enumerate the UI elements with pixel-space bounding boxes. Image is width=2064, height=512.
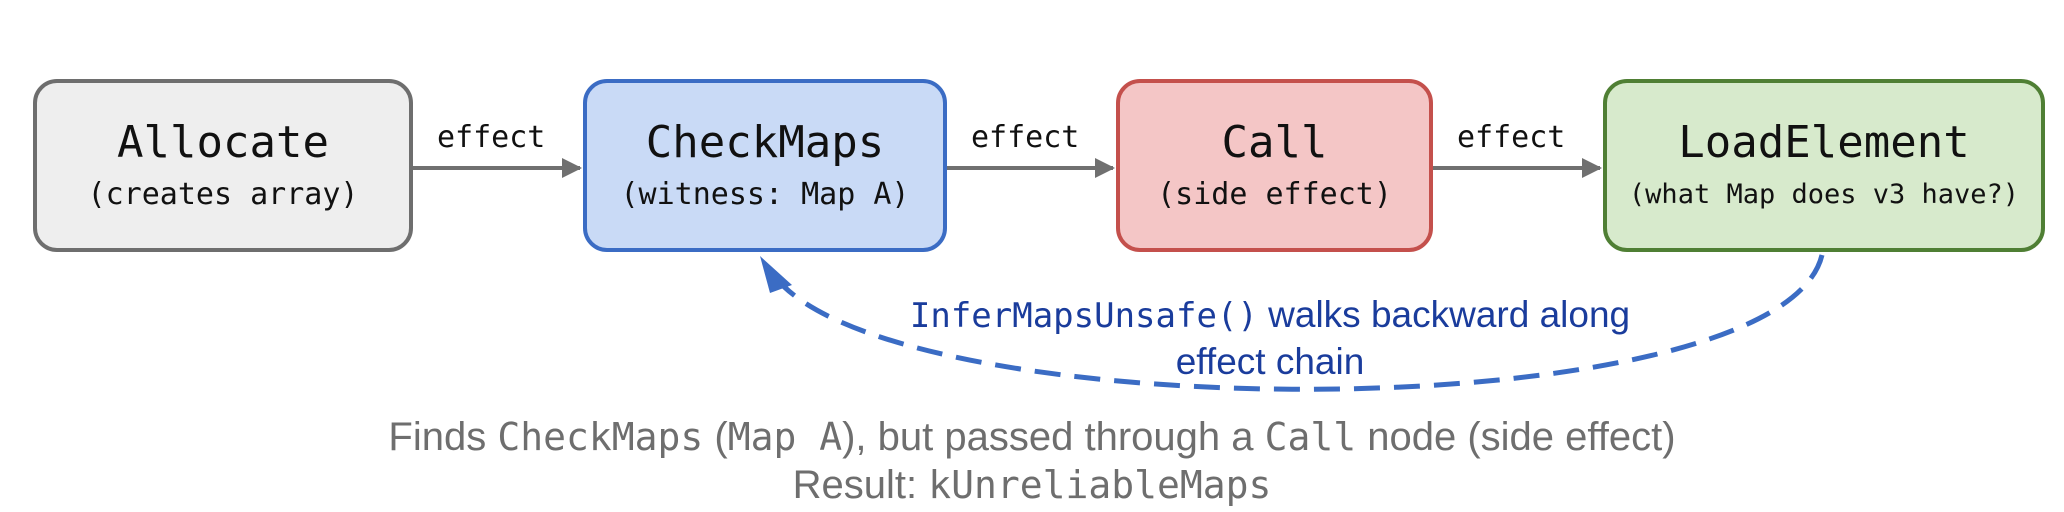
node-checkmaps-title: CheckMaps — [645, 116, 885, 168]
back-edge-dashed-arrow — [774, 254, 1825, 392]
back-edge-note: InferMapsUnsafe() walks backward along e… — [820, 292, 1720, 385]
node-checkmaps: CheckMaps (witness: Map A) — [583, 79, 947, 252]
footer-line-1: Finds CheckMaps (Map A), but passed thro… — [232, 412, 1832, 462]
node-call-title: Call — [1221, 116, 1328, 168]
node-allocate-subtitle: (creates array) — [87, 176, 359, 212]
node-call-subtitle: (side effect) — [1157, 176, 1392, 212]
edge-label-2: effect — [971, 120, 1080, 155]
back-edge-text-2: effect chain — [1175, 341, 1365, 382]
back-edge-code: InferMapsUnsafe() — [909, 296, 1258, 336]
footer-text-a: Finds — [388, 415, 498, 459]
node-allocate-title: Allocate — [117, 116, 329, 168]
footer-line-2: Result: kUnreliableMaps — [232, 460, 1832, 510]
edge-label-3: effect — [1457, 120, 1566, 155]
footer-text-c: ), but passed through a — [842, 415, 1265, 459]
node-checkmaps-subtitle: (witness: Map A) — [620, 176, 910, 212]
edge-label-1: effect — [437, 120, 546, 155]
node-loadelement: LoadElement (what Map does v3 have?) — [1603, 79, 2045, 252]
footer-text-b: ( — [703, 415, 728, 459]
footer-code-map-a: Map A — [727, 415, 843, 459]
node-loadelement-title: LoadElement — [1678, 116, 1970, 168]
footer-text-d: node (side effect) — [1356, 415, 1676, 459]
back-edge-arrowhead — [760, 256, 792, 293]
footer-code-checkmaps: CheckMaps — [497, 415, 704, 459]
node-allocate: Allocate (creates array) — [33, 79, 413, 252]
back-edge-text-1: walks backward along — [1257, 294, 1631, 335]
footer-result-code: kUnreliableMaps — [928, 463, 1272, 507]
footer-code-call: Call — [1264, 415, 1357, 459]
node-loadelement-subtitle: (what Map does v3 have?) — [1628, 178, 2020, 210]
footer-result-label: Result: — [792, 463, 929, 507]
node-call: Call (side effect) — [1116, 79, 1433, 252]
